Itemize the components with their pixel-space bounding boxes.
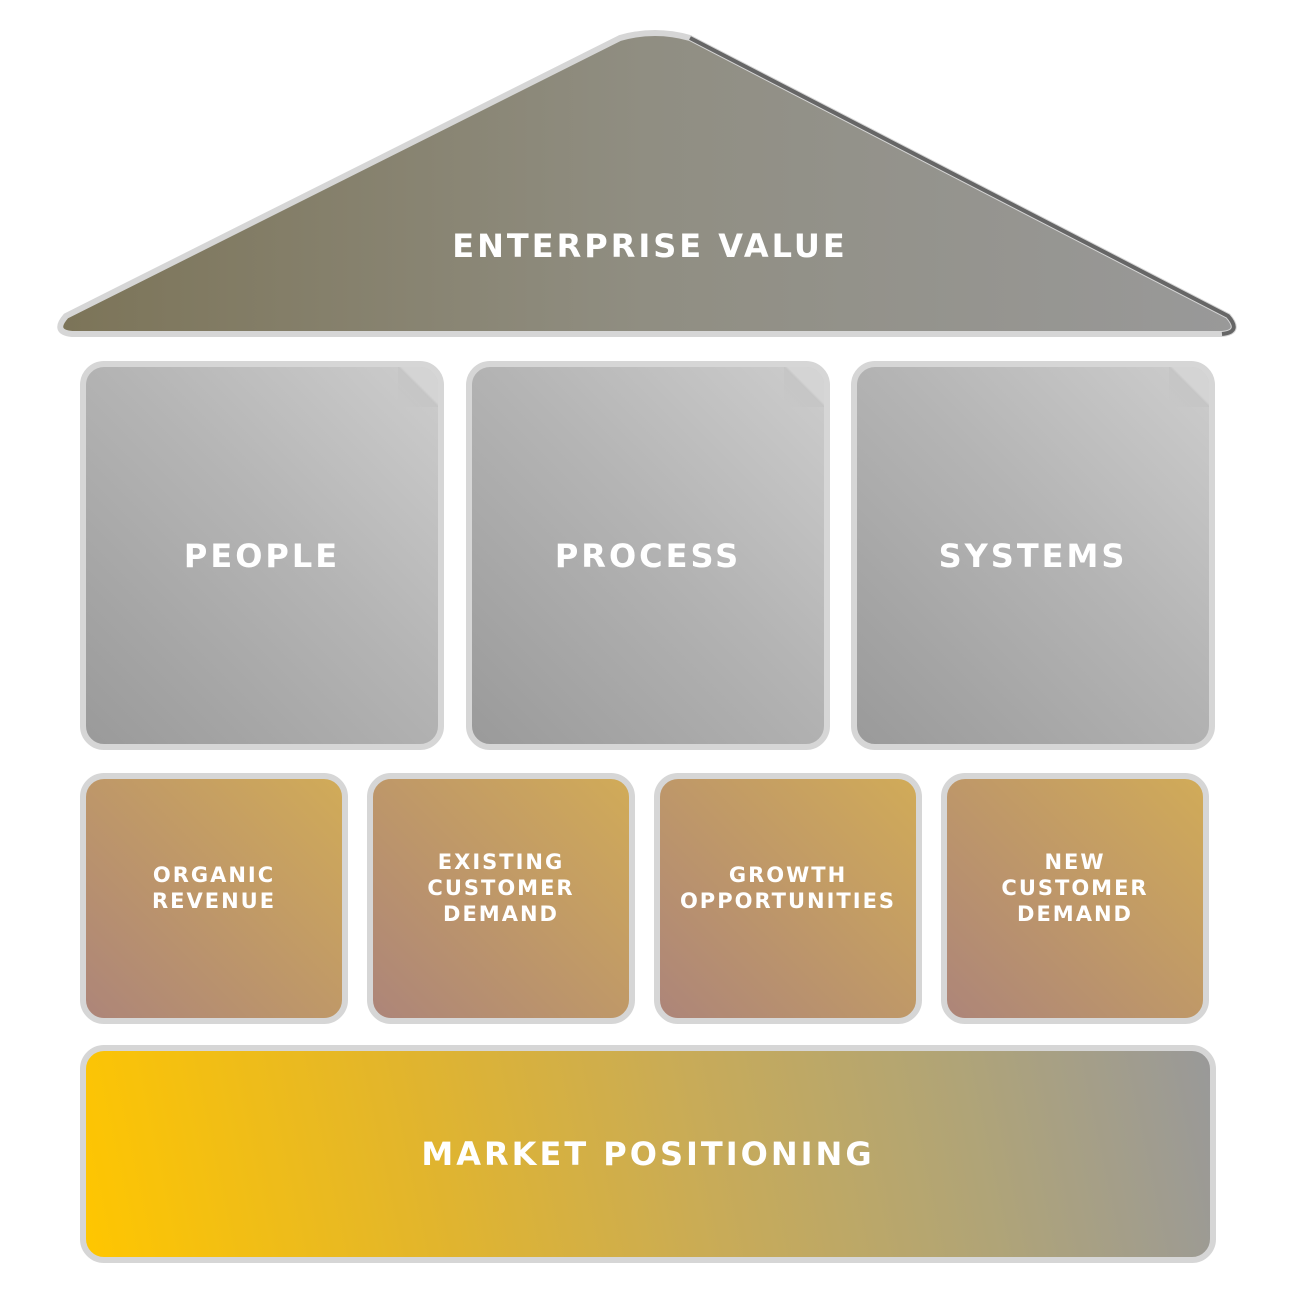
driver-label: NEW CUSTOMER DEMAND <box>1001 849 1149 926</box>
roof-title: ENTERPRISE VALUE <box>452 227 848 265</box>
driver-growth-opportunities: GROWTH OPPORTUNITIES <box>654 773 922 1024</box>
pillar-fold-corner <box>398 367 438 407</box>
pillar-fold-corner <box>1169 367 1209 407</box>
foundation-market-positioning: MARKET POSITIONING <box>80 1045 1216 1263</box>
pillar-systems: SYSTEMS <box>851 361 1215 750</box>
pillar-process: PROCESS <box>466 361 830 750</box>
driver-label: EXISTING CUSTOMER DEMAND <box>427 849 575 926</box>
foundation-label: MARKET POSITIONING <box>421 1135 875 1173</box>
pillar-label: SYSTEMS <box>938 536 1128 575</box>
driver-organic-revenue: ORGANIC REVENUE <box>80 773 348 1024</box>
driver-label: ORGANIC REVENUE <box>151 862 277 913</box>
driver-new-customer-demand: NEW CUSTOMER DEMAND <box>941 773 1209 1024</box>
pillar-label: PEOPLE <box>183 536 341 575</box>
driver-existing-customer-demand: EXISTING CUSTOMER DEMAND <box>367 773 635 1024</box>
pillar-people: PEOPLE <box>80 361 444 750</box>
roof-shape <box>57 30 1237 337</box>
pillar-label: PROCESS <box>554 536 742 575</box>
pillar-fold-corner <box>784 367 824 407</box>
driver-label: GROWTH OPPORTUNITIES <box>679 862 897 913</box>
